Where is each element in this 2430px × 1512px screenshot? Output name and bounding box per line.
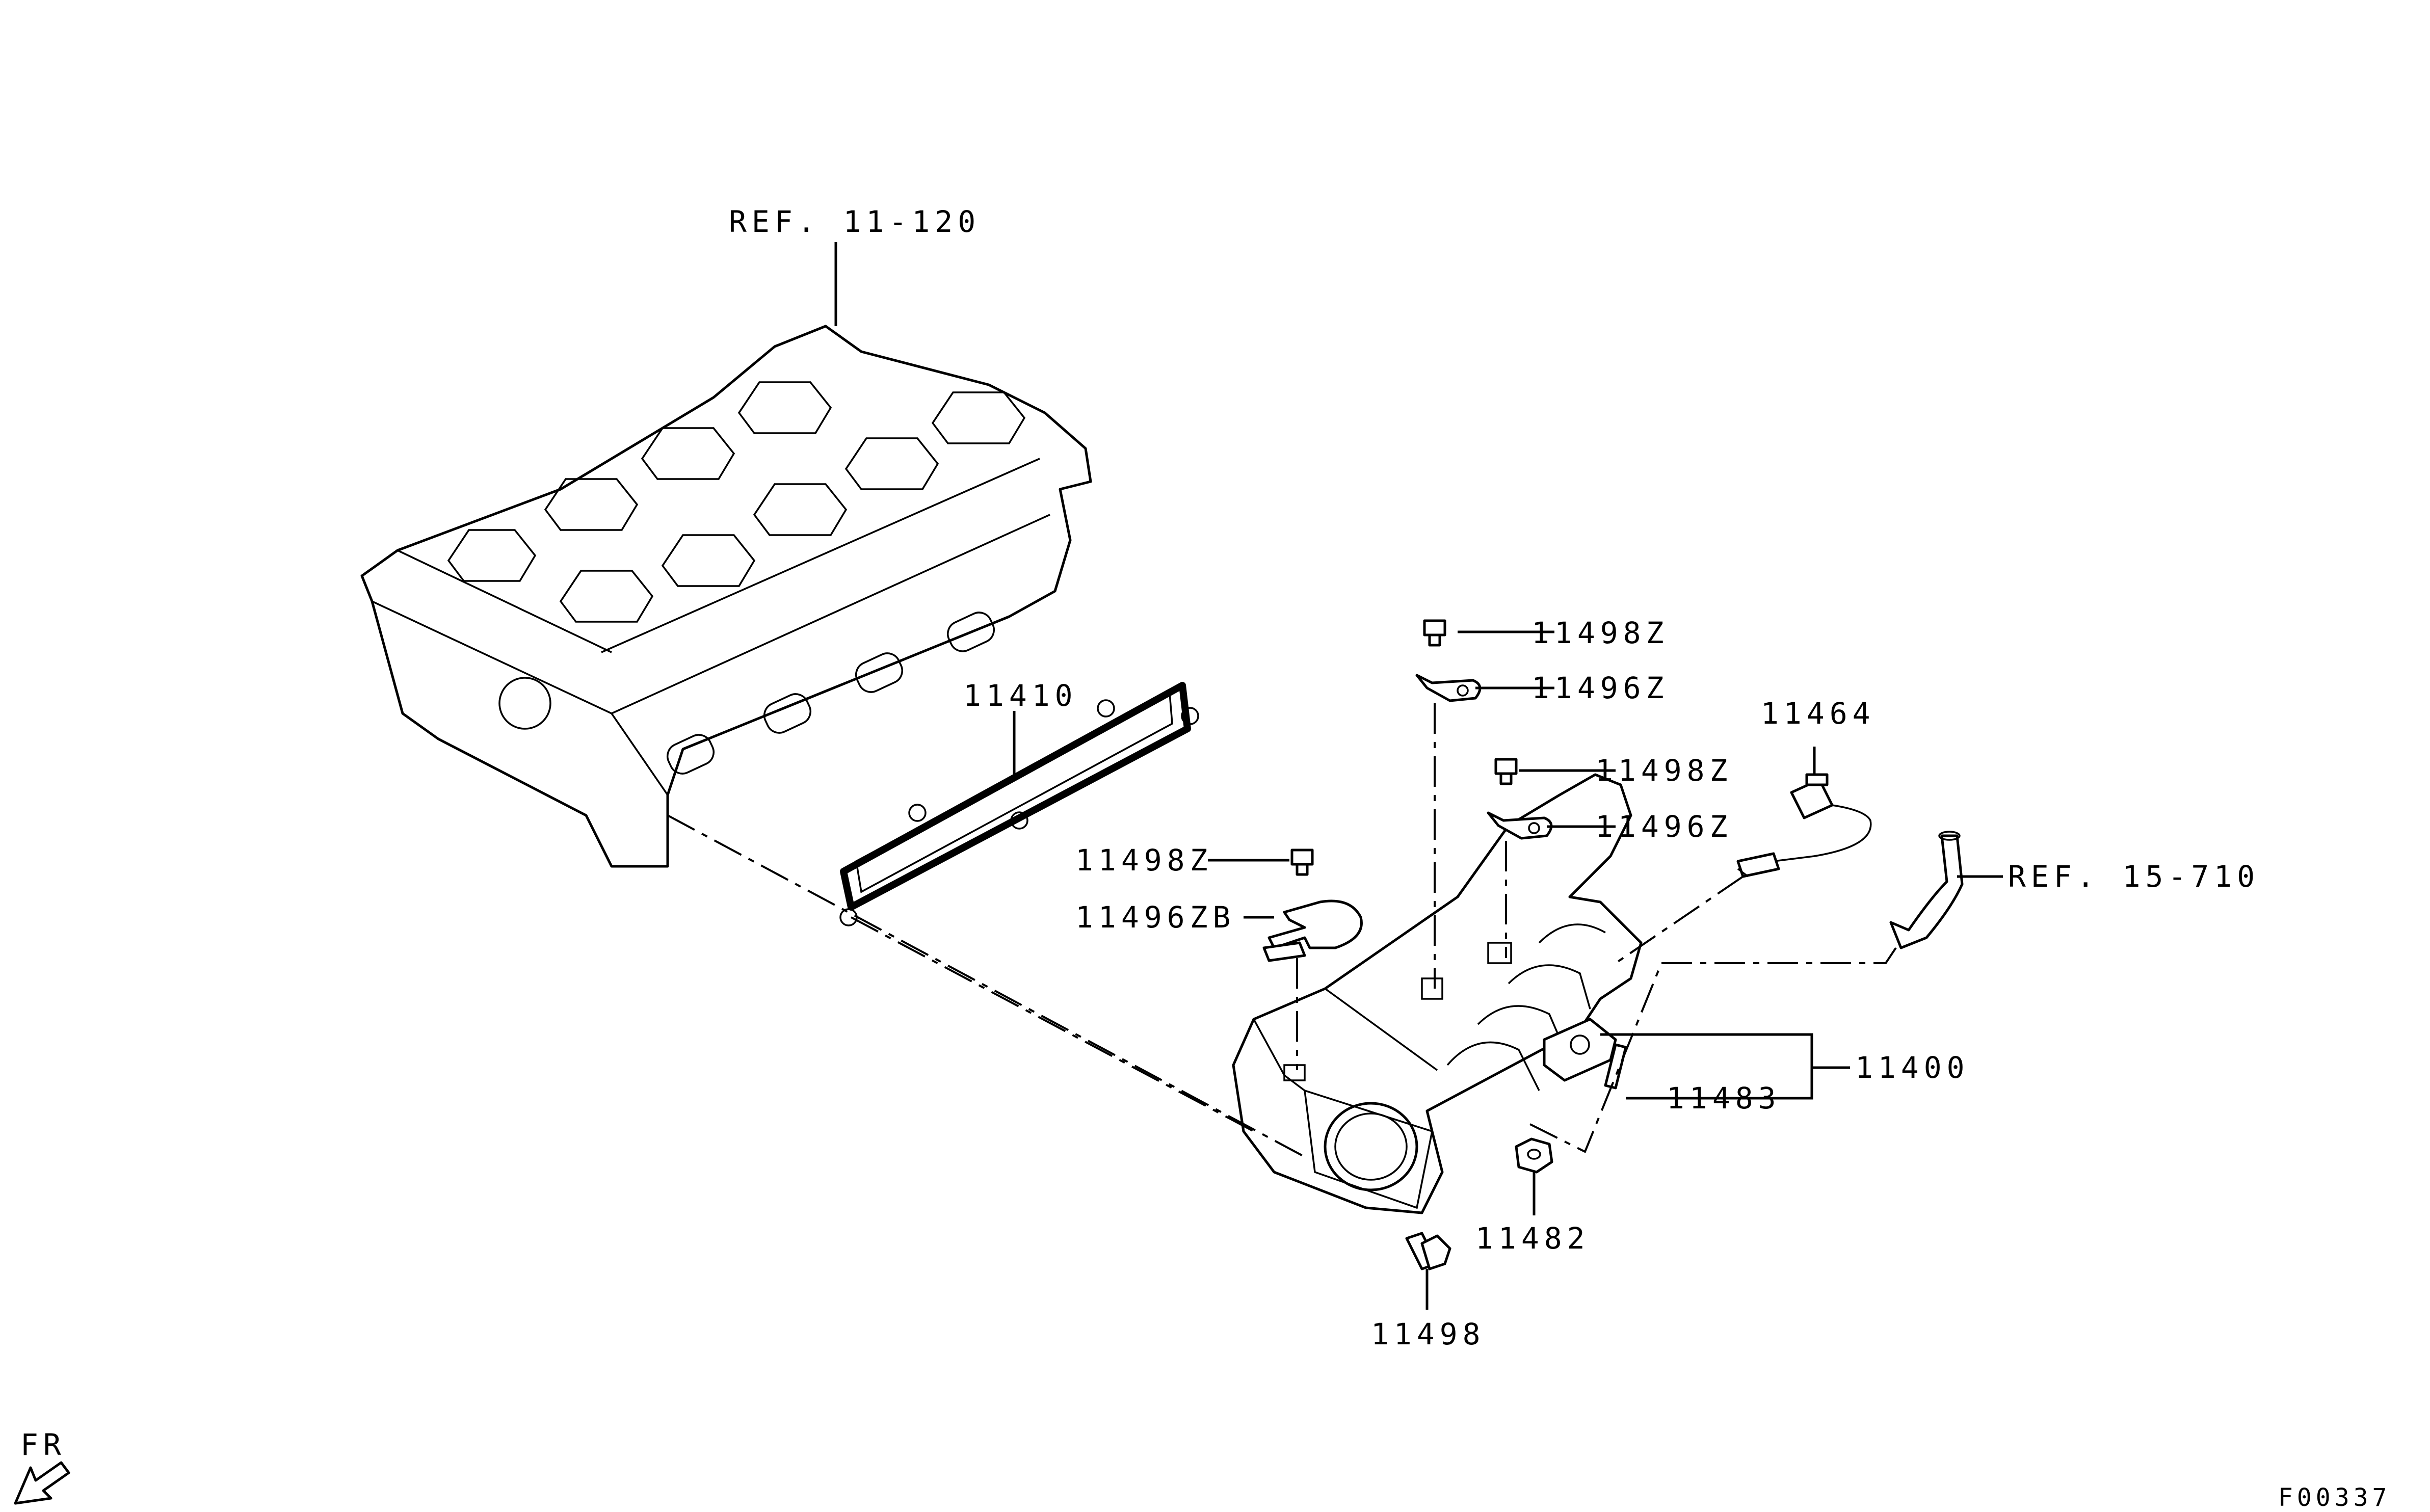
label-bolt-left: 11498Z [1075,843,1213,878]
nut-icon [1515,1137,1553,1174]
intake-manifold-drawing [1232,773,1643,1214]
label-bolt-bottom: 11498 [1371,1317,1486,1351]
label-bracket-left: 11496ZB [1075,900,1235,935]
label-bracket-mid: 11496Z [1595,809,1733,844]
leader-lines [834,242,2003,1310]
label-nut: 11482 [1475,1221,1590,1256]
bolt-icon [1405,1232,1451,1270]
front-arrow-icon [14,1461,70,1505]
bolt-icon [1494,758,1518,785]
label-sensor: 11464 [1761,696,1876,731]
intake-gasket-drawing [839,682,1199,926]
label-ref-cylinder-head: REF. 11-120 [729,204,981,239]
label-gasket: 11410 [963,678,1078,713]
bolt-icon [1290,848,1314,876]
dash-lines [667,703,1897,1158]
bracket-icon [1415,674,1482,702]
direction-label: FR [20,1427,66,1462]
sensor-icon [1736,773,1872,878]
hose-icon [1889,831,1964,949]
label-stud: 11483 [1667,1081,1781,1116]
label-ref-hose: REF. 15-710 [2008,859,2260,894]
label-bracket-top: 11496Z [1531,671,1669,705]
label-manifold: 11400 [1855,1050,1970,1085]
label-bolt-top: 11498Z [1531,616,1669,650]
label-bolt-mid: 11498Z [1595,753,1733,788]
figure-code: F00337 [2278,1483,2391,1512]
bracket-icon [1262,899,1363,962]
cylinder-head-drawing [360,325,1092,868]
bolt-icon [1423,619,1446,647]
